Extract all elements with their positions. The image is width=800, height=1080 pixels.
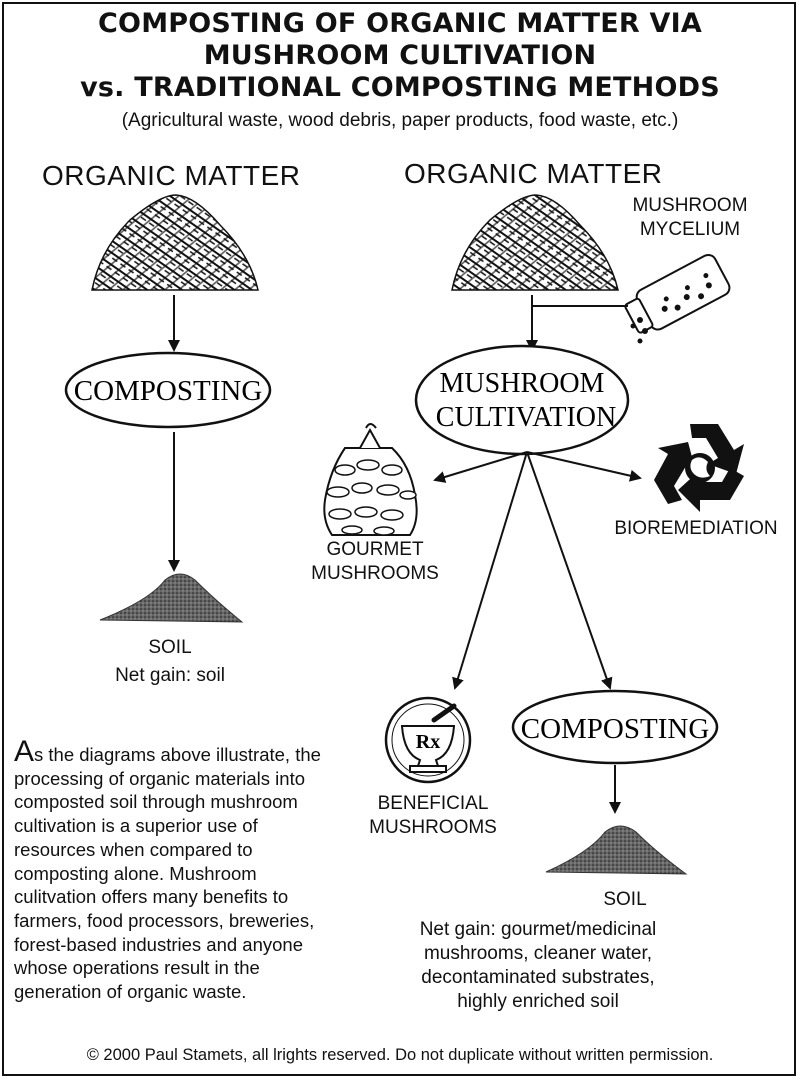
right-composting-text: COMPOSTING: [521, 713, 710, 745]
mycelium-line-1: MUSHROOM: [632, 195, 748, 216]
right-organic-matter-label: ORGANIC MATTER: [404, 158, 663, 189]
paragraph-text: s the diagrams above illustrate, the pro…: [14, 744, 321, 1003]
right-net-gain: Net gain: gourmet/medicinal mushrooms, c…: [378, 918, 698, 1014]
left-composting-text: COMPOSTING: [74, 375, 263, 407]
left-soil-label: SOIL: [148, 637, 192, 658]
right-composting-oval: [511, 689, 719, 765]
right-organic-matter-pile-icon: [451, 194, 619, 291]
beneficial-line-1: BENEFICIAL: [377, 793, 489, 814]
rx-mortar-pestle-icon: Rx: [384, 696, 472, 784]
mushroom-cultivation-oval: [414, 344, 630, 456]
right-soil-label: SOIL: [603, 889, 647, 910]
left-composting-oval: [64, 351, 272, 429]
left-organic-matter-pile-icon: [91, 194, 259, 291]
arrow-to-composting-right: [526, 451, 613, 690]
mycelium-jar-icon: [624, 253, 731, 334]
rx-text: Rx: [416, 731, 440, 753]
gourmet-line-2: MUSHROOMS: [311, 563, 439, 584]
net-gain-line-1: Net gain: gourmet/medicinal: [419, 919, 657, 940]
drop-cap: A: [14, 735, 35, 768]
title-line-3: vs. TRADITIONAL COMPOSTING METHODS: [80, 72, 720, 103]
page-title: COMPOSTING OF ORGANIC MATTER VIA MUSHROO…: [0, 8, 800, 104]
title-line-1: COMPOSTING OF ORGANIC MATTER VIA: [98, 8, 702, 39]
mycelium-spawn-grains-icon: [630, 317, 648, 344]
arrow-to-gourmet: [433, 451, 528, 483]
right-soil-pile-icon: [545, 825, 688, 875]
title-line-2: MUSHROOM CULTIVATION: [203, 40, 597, 71]
left-net-gain: Net gain: soil: [115, 665, 225, 686]
left-organic-matter-label: ORGANIC MATTER: [42, 160, 301, 191]
net-gain-line-4: highly enriched soil: [457, 991, 619, 1012]
gourmet-label: GOURMET MUSHROOMS: [290, 538, 460, 586]
bioremediation-recycle-icon: [652, 420, 748, 516]
subtitle: (Agricultural waste, wood debris, paper …: [121, 110, 679, 131]
mycelium-label: MUSHROOM MYCELIUM: [600, 194, 780, 242]
cultivation-text-line-1: MUSHROOM: [440, 368, 605, 399]
bioremediation-label: BIOREMEDIATION: [614, 518, 778, 539]
net-gain-line-3: decontaminated substrates,: [421, 967, 655, 988]
left-soil-pile-icon: [99, 573, 244, 623]
copyright-footer: © 2000 Paul Stamets, all lrights reserve…: [86, 1046, 714, 1064]
description-paragraph: As the diagrams above illustrate, the pr…: [14, 737, 344, 1004]
net-gain-line-2: mushrooms, cleaner water,: [423, 943, 653, 964]
gourmet-mushroom-bag-icon: [323, 423, 418, 536]
mycelium-line-2: MYCELIUM: [639, 219, 741, 240]
arrow-to-beneficial: [452, 451, 528, 690]
cultivation-text-line-2: CULTIVATION: [436, 402, 616, 433]
gourmet-line-1: GOURMET: [326, 539, 424, 560]
beneficial-label: BENEFICIAL MUSHROOMS: [348, 792, 518, 840]
beneficial-line-2: MUSHROOMS: [369, 817, 497, 838]
arrow-to-bioremediation: [526, 451, 642, 482]
